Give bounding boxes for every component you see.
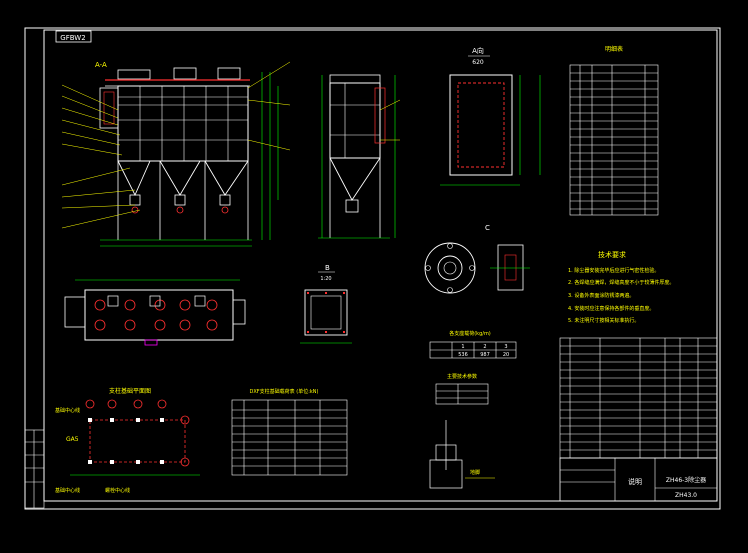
tech-note-2: 2. 各焊缝应满焊，焊缝高度不小于较薄件厚度。 bbox=[568, 279, 674, 286]
section-view-label: B bbox=[325, 264, 330, 272]
foundation-left-label-top: 基础中心线 bbox=[55, 407, 80, 414]
foundation-left-label-bottom: 基础中心线 bbox=[55, 487, 80, 494]
title-block-drawing: ZH46-3除尘器 bbox=[666, 476, 706, 484]
anchor-label: 地脚 bbox=[470, 469, 480, 476]
tech-title: 技术要求 bbox=[598, 250, 626, 259]
svg-text:987: 987 bbox=[480, 352, 490, 358]
mini-table-title: 主要技术参数 bbox=[447, 373, 477, 380]
plan-view-label: A向 bbox=[472, 46, 484, 55]
parts-table-top-title: 明细表 bbox=[605, 45, 623, 53]
tech-note-1: 1. 除尘器安装完毕后应进行气密性检验。 bbox=[568, 267, 659, 274]
side-view bbox=[318, 74, 401, 239]
front-view-label: A-A bbox=[95, 61, 107, 69]
svg-text:2: 2 bbox=[483, 344, 486, 350]
plan-view: A向 620 bbox=[440, 46, 541, 186]
title-block-name: 说明 bbox=[628, 477, 642, 486]
title-tag: GFBW2 bbox=[60, 34, 85, 42]
plan-view-scale: 620 bbox=[472, 59, 484, 66]
svg-text:20: 20 bbox=[503, 352, 509, 358]
svg-text:1: 1 bbox=[461, 344, 464, 350]
svg-text:536: 536 bbox=[458, 352, 468, 358]
parts-table-top bbox=[569, 64, 659, 216]
load-table-title: DXF支柱基础载荷表 (单位:kN) bbox=[250, 388, 319, 395]
parts-table-bottom bbox=[559, 337, 718, 459]
title-tag-box bbox=[55, 30, 92, 43]
tech-note-5: 5. 未注明尺寸按相关标准执行。 bbox=[568, 317, 639, 324]
anchor-detail: 地脚 bbox=[429, 420, 495, 489]
svg-text:3: 3 bbox=[504, 344, 507, 350]
flange-detail: C bbox=[424, 224, 530, 294]
title-block: 说明 ZH46-3除尘器 ZH43.0 bbox=[559, 457, 718, 502]
tech-note-3: 3. 设备外表面涂防锈漆两遍。 bbox=[568, 292, 634, 299]
load-small-table: 各支座载荷(kg/m) 1 2 3 536 987 20 bbox=[429, 330, 517, 359]
inner-frame bbox=[43, 29, 718, 502]
foundation-bottom-label: 螺栓中心线 bbox=[105, 487, 130, 494]
outer-frame bbox=[24, 27, 721, 510]
foundation-dim: GA5 bbox=[66, 436, 79, 443]
front-view: A-A bbox=[61, 61, 291, 247]
tech-note-4: 4. 安装时应注意保持各部件的垂直度。 bbox=[568, 305, 654, 312]
left-tab-strip bbox=[24, 429, 45, 509]
title-block-number: ZH43.0 bbox=[675, 492, 697, 499]
small-table-title: 各支座载荷(kg/m) bbox=[449, 330, 491, 337]
section-view-scale: 1:20 bbox=[320, 276, 331, 282]
foundation-plan: 支柱基础平面图 GA5 基础中心线 基础中心线 螺栓中心线 bbox=[55, 387, 200, 494]
load-table: DXF支柱基础载荷表 (单位:kN) bbox=[231, 388, 348, 476]
section-b: B 1:20 bbox=[300, 264, 352, 344]
mini-table: 主要技术参数 bbox=[435, 373, 489, 405]
top-plan-view bbox=[64, 279, 246, 346]
foundation-title: 支柱基础平面图 bbox=[109, 387, 151, 395]
tech-notes: 技术要求 1. 除尘器安装完毕后应进行气密性检验。 2. 各焊缝应满焊，焊缝高度… bbox=[568, 250, 674, 324]
detail-view-label: C bbox=[485, 224, 490, 232]
